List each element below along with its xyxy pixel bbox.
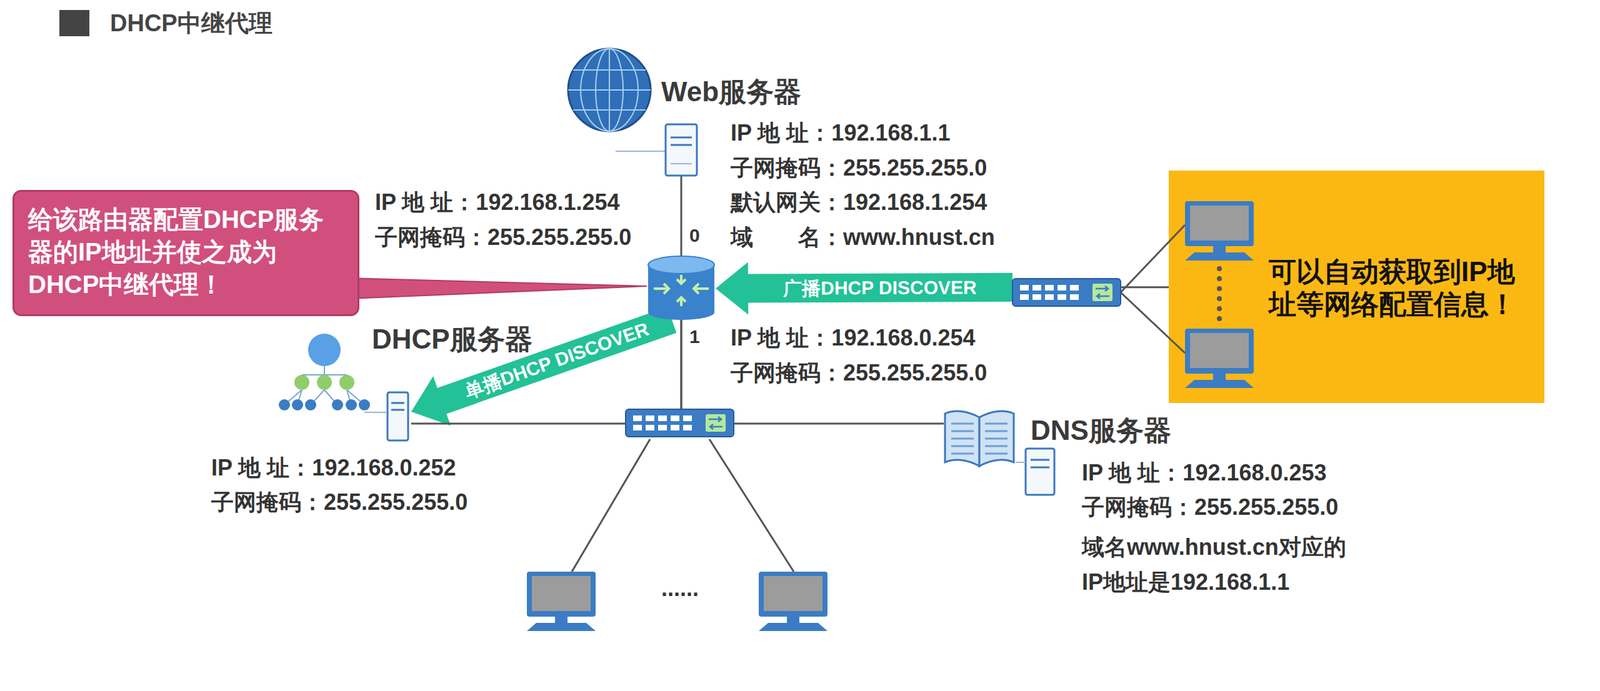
node-text: IP 地 址：192.168.0.254 <box>730 324 976 352</box>
dns-server: DNS服务器IP 地 址：192.168.0.253子网掩码：255.255.2… <box>943 408 1057 496</box>
pc-icon <box>1185 328 1254 389</box>
node-text: DNS服务器 <box>1030 415 1172 447</box>
node-text: 默认网关：192.168.1.254 <box>730 188 987 217</box>
globe-icon <box>568 48 651 132</box>
router-icon <box>648 256 715 320</box>
node-text: IP 地 址：192.168.1.1 <box>730 119 951 147</box>
green-arrow <box>715 262 1013 315</box>
node-text: 子网掩码：255.255.255.0 <box>1081 493 1339 522</box>
server-link <box>615 150 666 152</box>
edge-label: 广播DHCP DISCOVER <box>783 276 978 300</box>
title-square <box>59 10 90 37</box>
switch-icon <box>625 409 734 437</box>
wire-line <box>680 175 683 258</box>
connector <box>681 175 682 258</box>
info-box: 可以自动获取到IP地址等网络配置信息！ <box>1168 170 1545 404</box>
node-text: 给该路由器配置DHCP服务器的IP地址并使之成为DHCP中继代理！ <box>28 203 344 301</box>
node-text: Web服务器 <box>661 76 802 108</box>
router: IP 地 址：192.168.1.254子网掩码：255.255.255.0IP… <box>646 257 716 320</box>
callout-number: ...... <box>661 576 699 602</box>
pc-icon <box>758 571 828 632</box>
node-text: 子网掩码：255.255.255.0 <box>375 223 632 252</box>
dhcp-server-icon <box>387 392 409 441</box>
node-text: 可以自动获取到IP地址等网络配置信息！ <box>1268 255 1532 321</box>
pc-icon <box>526 571 596 632</box>
connector <box>715 262 1169 315</box>
callout-box: 给该路由器配置DHCP服务器的IP地址并使之成为DHCP中继代理！ <box>12 190 360 317</box>
node-text: IP 地 址：192.168.1.254 <box>375 188 620 217</box>
node-text: IP 地 址：192.168.0.252 <box>211 454 457 482</box>
info-box-ground <box>1168 170 1545 404</box>
dns-book-icon <box>945 411 1014 467</box>
callout-pointer <box>356 278 647 299</box>
node-text: 子网掩码：255.255.255.0 <box>211 488 468 517</box>
node-text: DHCP服务器 <box>371 323 533 355</box>
web-server: Web服务器IP 地 址：192.168.1.1子网掩码：255.255.255… <box>665 124 697 176</box>
dhcp-tree-icon <box>278 333 387 413</box>
node-text: 域 名：www.hnust.cn <box>730 223 995 252</box>
dns-server-icon <box>1015 448 1055 495</box>
pc-icon <box>1185 201 1254 261</box>
switch-icon <box>1012 278 1121 307</box>
node-text: 子网掩码：255.255.255.0 <box>730 359 987 387</box>
connector <box>356 278 647 299</box>
wire-line <box>1120 286 1169 289</box>
ellipsis-dots <box>1216 266 1222 322</box>
node-text: 子网掩码：255.255.255.0 <box>730 154 987 182</box>
node-text: 域名www.hnust.cn对应的IP地址是192.168.1.1 <box>1081 530 1357 600</box>
callout-number: 1 <box>689 326 700 348</box>
node-text: IP 地 址：192.168.0.253 <box>1081 459 1327 487</box>
diagram-title: DHCP中继代理 <box>110 8 273 38</box>
dhcp-server: DHCP服务器IP 地 址：192.168.0.252子网掩码：255.255.… <box>386 390 412 442</box>
web-server-icon <box>665 124 697 176</box>
callout-number: 0 <box>689 225 700 247</box>
